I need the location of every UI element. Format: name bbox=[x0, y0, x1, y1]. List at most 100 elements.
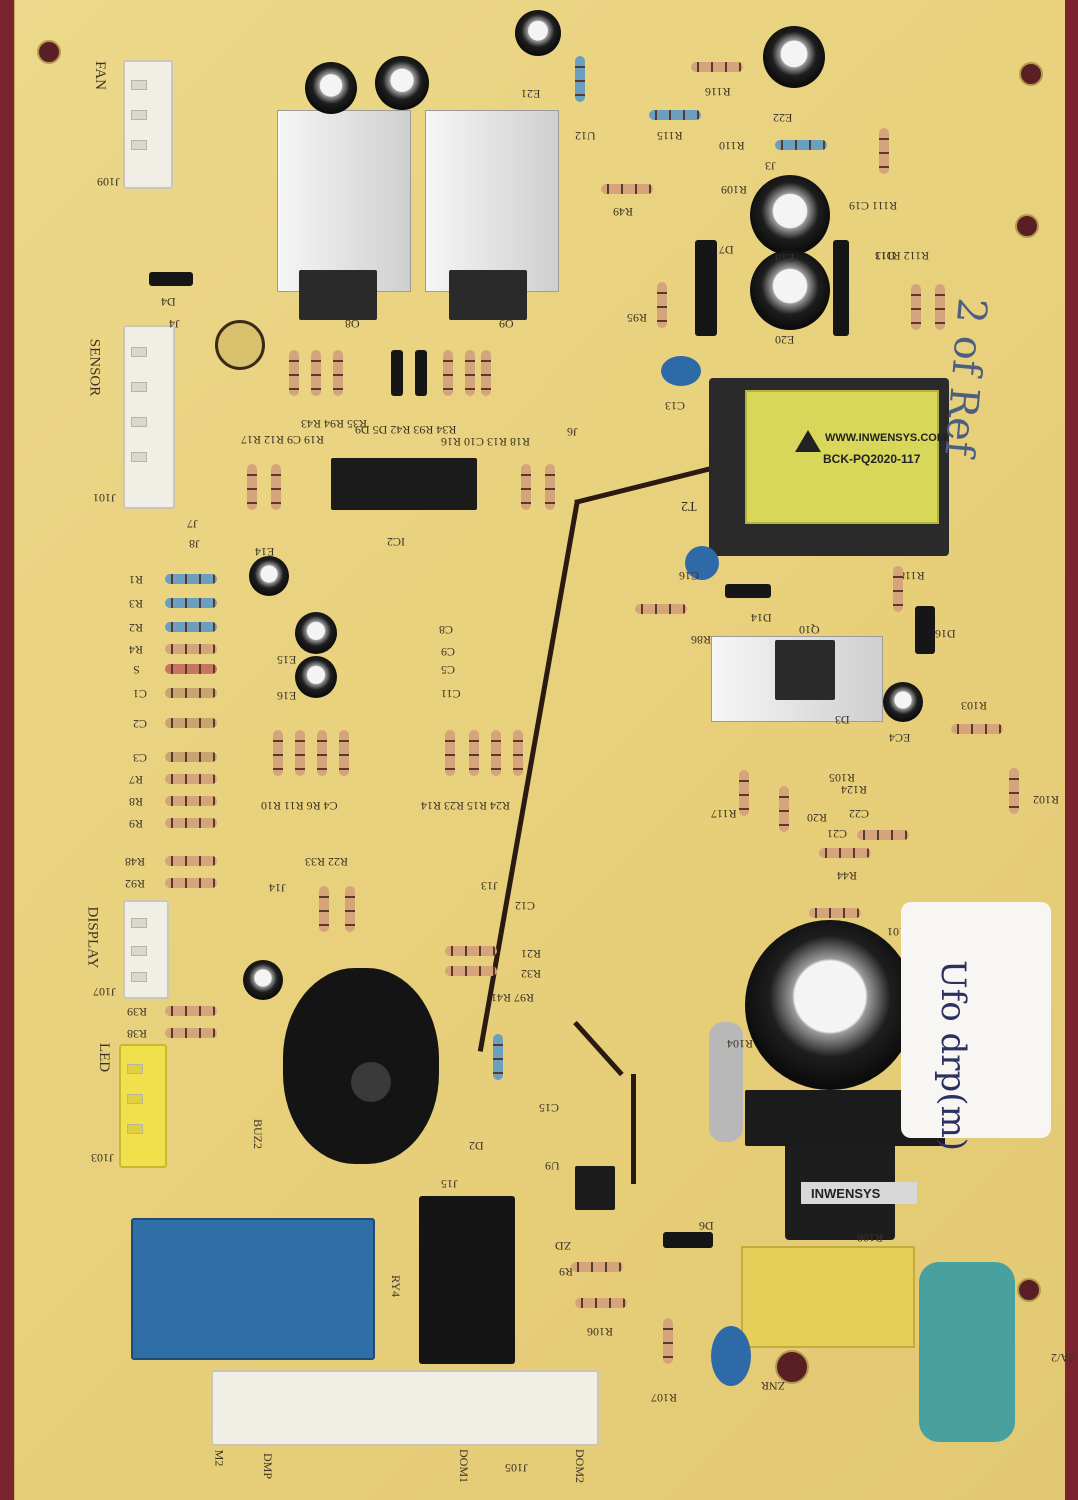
capacitor-ec4 bbox=[883, 682, 923, 722]
diode-d7 bbox=[695, 240, 717, 336]
resistor bbox=[273, 730, 283, 776]
capacitor-e18 bbox=[750, 175, 830, 255]
resistor bbox=[289, 350, 299, 396]
relay-blue bbox=[131, 1218, 375, 1360]
silkscreen-label: C1 bbox=[133, 687, 148, 701]
resistor bbox=[493, 1034, 503, 1080]
resistor bbox=[271, 464, 281, 510]
resistor bbox=[319, 886, 329, 932]
resistor bbox=[739, 770, 749, 816]
silkscreen-label: C4 R6 R11 R10 bbox=[261, 799, 338, 813]
silkscreen-label: E18 bbox=[775, 251, 795, 265]
resistor bbox=[469, 730, 479, 776]
resistor bbox=[491, 730, 501, 776]
mount-hole bbox=[215, 320, 265, 370]
resistor bbox=[165, 598, 217, 608]
silkscreen-label: J4 bbox=[169, 317, 180, 331]
ic2-label: IC2 bbox=[387, 535, 405, 549]
silkscreen-label: R38 bbox=[127, 1027, 148, 1041]
resistor bbox=[165, 1006, 217, 1016]
sensor-connector bbox=[123, 325, 175, 509]
resistor bbox=[165, 796, 217, 806]
resistor bbox=[165, 1028, 217, 1038]
silkscreen-label: R115 bbox=[657, 129, 683, 143]
silkscreen-label: D11 bbox=[875, 249, 896, 263]
resistor bbox=[809, 908, 861, 918]
silkscreen-label: D3 bbox=[835, 713, 850, 727]
resistor bbox=[165, 752, 217, 762]
diode-d6 bbox=[663, 1232, 713, 1248]
silkscreen-label: R39 bbox=[127, 1005, 148, 1019]
resistor bbox=[571, 1262, 623, 1272]
diode-d11 bbox=[833, 240, 849, 336]
varistor-znr bbox=[711, 1326, 751, 1386]
mosfet-q10 bbox=[775, 640, 835, 700]
resistor bbox=[911, 284, 921, 330]
choke-label-plate bbox=[801, 1182, 917, 1204]
sensor-ref: J101 bbox=[93, 491, 116, 505]
silkscreen-label: R2 bbox=[129, 621, 144, 635]
diode-d16 bbox=[915, 606, 935, 654]
silkscreen-label: Q10 bbox=[799, 623, 820, 637]
sensor-label: SENSOR bbox=[86, 338, 103, 397]
silkscreen-label: J3 bbox=[765, 159, 776, 173]
capacitor-e22 bbox=[763, 26, 825, 88]
silkscreen-label: D16 bbox=[935, 627, 956, 641]
resistor bbox=[295, 730, 305, 776]
regulator-q8 bbox=[299, 270, 377, 320]
silkscreen-label: E22 bbox=[773, 111, 793, 125]
main-connector-label: DOM1 bbox=[457, 1448, 472, 1484]
pcb-board: FAN J109 SENSOR J101 DISPLAY J107 LED J1… bbox=[14, 0, 1075, 1500]
silkscreen-label: R107 bbox=[651, 1391, 678, 1405]
relay-ry4-label: RY4 bbox=[389, 1274, 404, 1298]
silkscreen-label: R116 bbox=[705, 85, 731, 99]
silkscreen-label: R95 bbox=[627, 311, 648, 325]
mount-hole bbox=[1017, 1278, 1041, 1302]
silkscreen-label: ZD bbox=[555, 1239, 571, 1253]
choke-brand: INWENSYS bbox=[811, 1186, 881, 1201]
silkscreen-label: ZNR bbox=[761, 1379, 785, 1393]
resistor bbox=[775, 140, 827, 150]
silkscreen-label: E15 bbox=[277, 653, 297, 667]
silkscreen-label: E20 bbox=[775, 333, 795, 347]
optocoupler-u9-label: U9 bbox=[545, 1159, 560, 1173]
silkscreen-label: Q8 bbox=[345, 317, 360, 331]
silkscreen-label: R103 bbox=[961, 699, 988, 713]
resistor bbox=[165, 818, 217, 828]
resistor bbox=[935, 284, 945, 330]
silkscreen-label: C12 bbox=[515, 899, 536, 913]
capacitor-e15 bbox=[295, 612, 337, 654]
heatsink-q9 bbox=[425, 110, 559, 292]
silkscreen-label: J14 bbox=[269, 881, 286, 895]
capacitor-e17 bbox=[305, 62, 357, 114]
mount-hole bbox=[1015, 214, 1039, 238]
capacitor-e3 bbox=[375, 56, 429, 110]
resistor bbox=[247, 464, 257, 510]
silkscreen-label: R1 bbox=[129, 573, 144, 587]
silkscreen-label: R86 bbox=[691, 633, 712, 647]
silkscreen-label: D2 bbox=[469, 1139, 484, 1153]
silkscreen-label: R111 C19 bbox=[849, 199, 898, 213]
resistor bbox=[691, 62, 743, 72]
silkscreen-label: E14 bbox=[255, 545, 275, 559]
silkscreen-label: Q9 bbox=[499, 317, 514, 331]
silkscreen-label: R124 bbox=[841, 783, 868, 797]
silkscreen-label: J8 bbox=[189, 537, 200, 551]
fan-label: FAN bbox=[91, 61, 108, 90]
silkscreen-label: C15 bbox=[539, 1101, 560, 1115]
resistor bbox=[521, 464, 531, 510]
resistor bbox=[1009, 768, 1019, 814]
resistor bbox=[443, 350, 453, 396]
optocoupler-u9 bbox=[575, 1166, 615, 1210]
resistor bbox=[575, 1298, 627, 1308]
ceramic-cap-c13 bbox=[661, 356, 701, 386]
board-trace bbox=[631, 1074, 636, 1184]
silkscreen-label: R109 bbox=[721, 183, 748, 197]
resistor bbox=[445, 966, 497, 976]
silkscreen-label: R92 bbox=[125, 877, 146, 891]
resistor bbox=[345, 886, 355, 932]
display-connector bbox=[123, 900, 169, 999]
silkscreen-label: R18 R13 C10 R16 bbox=[441, 435, 531, 449]
led-label: LED bbox=[96, 1042, 113, 1073]
